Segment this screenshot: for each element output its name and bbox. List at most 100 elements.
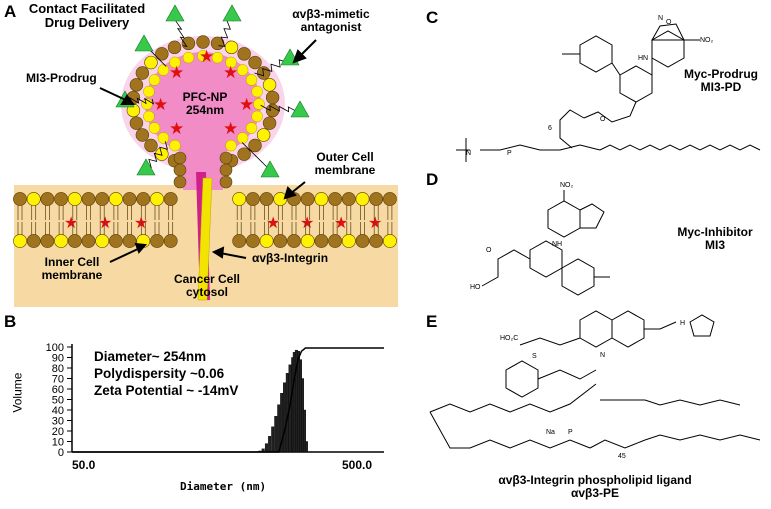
- star-drug-np: ★: [199, 47, 214, 66]
- lipid-head-inner: [150, 234, 164, 248]
- triangle-antagonist: [136, 158, 156, 176]
- lipid-head-outer: [81, 192, 96, 206]
- star-drug-np: ★: [223, 119, 238, 138]
- star-drug-membrane: ★: [266, 215, 280, 232]
- ring-quinolone-b: [611, 310, 645, 348]
- panel-label-c: C: [426, 8, 439, 27]
- star-drug-membrane: ★: [368, 215, 382, 232]
- title-line1: Contact Facilitated: [28, 1, 146, 16]
- y-tick-label: 70: [52, 374, 64, 386]
- lipid-head-outer: [232, 192, 247, 206]
- star-drug-membrane: ★: [300, 215, 314, 232]
- np-inner-lipid: [197, 50, 209, 62]
- lipid-head-outer: [273, 192, 288, 206]
- np-lipid-head: [256, 128, 271, 142]
- arrow-head-inner: [134, 242, 147, 254]
- arrow-inner-membrane: [109, 247, 141, 263]
- myc-prodrug-title: Myc-Prodrug: [683, 67, 758, 81]
- lipid-head-outer: [382, 192, 397, 206]
- lipid-head-inner: [232, 234, 247, 248]
- np-lipid-head: [135, 66, 150, 80]
- y-tick-label: 90: [52, 353, 64, 365]
- stat-diameter: Diameter~ 254nm: [94, 349, 207, 364]
- outer-line2: membrane: [314, 163, 376, 178]
- inner-line1: Inner Cell: [44, 255, 100, 269]
- np-inner-lipid: [225, 56, 237, 69]
- panel-a-title: Contact Facilitated Drug Delivery: [22, 1, 152, 31]
- lipid-head-inner: [67, 234, 82, 248]
- antagonist-label: αvβ3-mimetic antagonist: [276, 7, 386, 34]
- integrin-ligand-label: αvβ3-Integrin phospholipid ligand αvβ3-P…: [470, 473, 720, 500]
- star-drug-np: ★: [169, 63, 184, 82]
- atom-o-c2: O: [600, 116, 606, 123]
- stat-pdi: Polydispersity ~0.06: [94, 366, 225, 381]
- inner-membrane-label: Inner Cell membrane: [30, 255, 114, 283]
- lipid-head-inner: [287, 234, 301, 248]
- np-lipid-head: [181, 36, 196, 51]
- lipid-head-outer: [369, 192, 384, 206]
- inner-lipid-layer: [13, 222, 397, 248]
- np-inner-lipid: [148, 122, 161, 134]
- panel-label-a: A: [4, 2, 17, 21]
- integrin-beta-chain: [197, 177, 213, 301]
- triangle-antagonist: [290, 100, 310, 118]
- lipid-head-outer: [13, 192, 27, 206]
- ring-tolyl-d: [561, 258, 595, 296]
- panel-label-e: E: [426, 312, 438, 331]
- np-inner-lipid: [245, 122, 258, 134]
- y-tick-label: 0: [58, 447, 64, 459]
- lipid-head-inner: [163, 234, 178, 248]
- xlabel: Diameter (nm): [180, 480, 267, 493]
- arrow-head-integrin: [211, 246, 225, 259]
- atom-hn-c: HN: [638, 55, 648, 62]
- triangle-antagonist: [165, 4, 185, 22]
- np-lipid-head: [167, 40, 182, 55]
- star-drug-membrane: ★: [98, 215, 112, 232]
- np-inner-lipid: [157, 132, 170, 144]
- atom-ho2c-e: HO₂C: [500, 335, 518, 342]
- lipid-head-inner: [382, 234, 397, 248]
- cumulative-line: [72, 347, 384, 453]
- lipid-head-outer: [40, 192, 55, 206]
- lipid-head-outer: [122, 192, 137, 206]
- integrin-label: αvβ3-Integrin: [252, 251, 329, 265]
- myc-inhibitor-label: Myc-Inhibitor MI3: [660, 225, 770, 252]
- np-lipid-head: [224, 40, 239, 55]
- np-line1: PFC-NP: [182, 90, 228, 104]
- lipid-head-inner: [300, 234, 315, 248]
- cytosol-label: Cancer Cell cytosol: [162, 272, 252, 299]
- np-lipid-head: [144, 138, 158, 153]
- np-neck-lipid: [173, 175, 187, 189]
- lipid-head-inner: [369, 234, 384, 248]
- np-inner-lipid: [143, 85, 155, 98]
- np-inner-lipid: [225, 139, 237, 152]
- np-lipid-head: [144, 55, 158, 70]
- star-drug-membrane: ★: [64, 215, 78, 232]
- lipid-head-outer: [136, 192, 151, 206]
- star-drug-np: ★: [169, 119, 184, 138]
- lipid-head-outer: [245, 192, 260, 206]
- np-inner-lipid: [169, 56, 181, 69]
- arrow-head-outer: [283, 186, 297, 200]
- lipid-head-inner: [273, 234, 288, 248]
- lipid-head-outer: [314, 192, 329, 206]
- arrow-integrin: [219, 252, 247, 259]
- np-inner-lipid: [143, 110, 155, 123]
- np-core: [145, 52, 261, 156]
- histogram-bar: [304, 441, 308, 453]
- triangle-antagonist: [222, 4, 242, 22]
- inner-line2: membrane: [41, 268, 103, 283]
- np-lipid-head: [262, 78, 277, 92]
- lipid-head-outer: [163, 192, 178, 206]
- np-lipid-head: [248, 55, 262, 70]
- title-line2: Drug Delivery: [44, 15, 130, 31]
- lipid-head-outer: [355, 192, 370, 206]
- atom-n45-e: 45: [618, 453, 626, 460]
- lipid-head-inner: [40, 234, 55, 248]
- panel-a-illustration: ★★★★★★★ ★★★★★★★: [13, 4, 398, 307]
- lipid-head-inner: [314, 234, 329, 248]
- star-drug-np: ★: [223, 63, 238, 82]
